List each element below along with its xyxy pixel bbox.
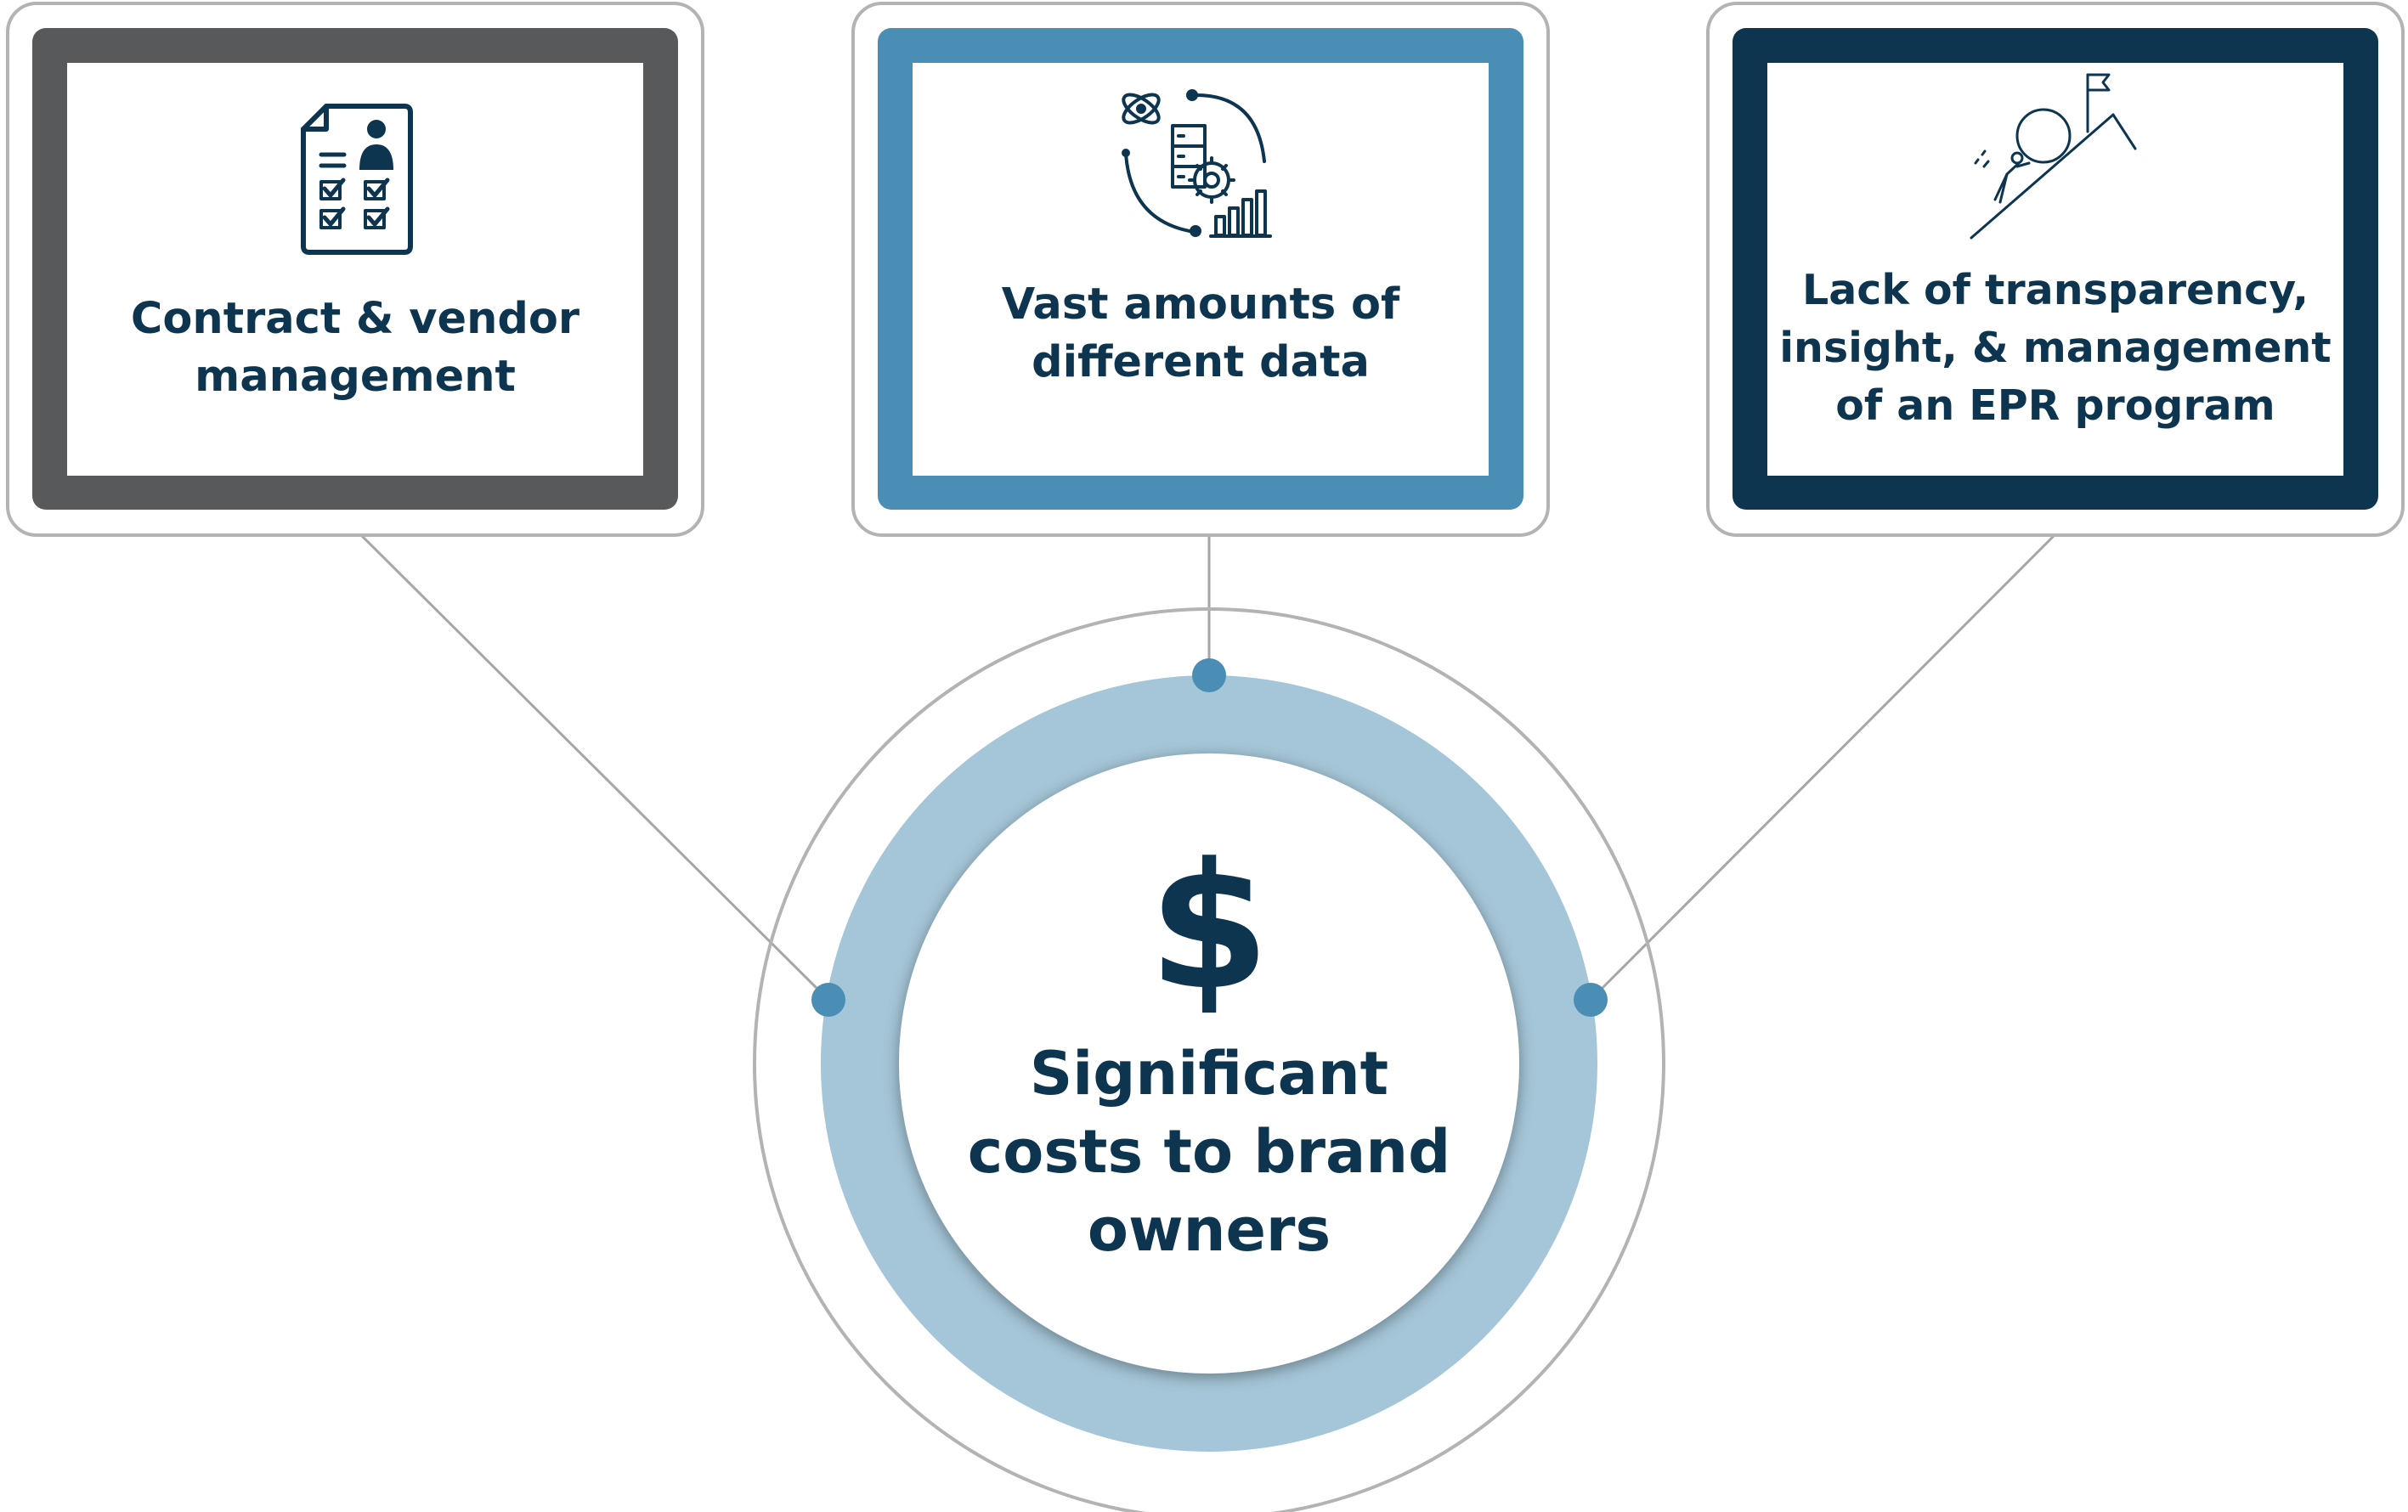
data-processing-icon [1122,89,1272,238]
center-disc [899,753,1519,1374]
connector-left [359,533,830,1001]
center-line-1: Significant [1030,1039,1388,1109]
card-label-line-2: insight, & management [1779,324,2331,372]
dollar-icon: $ [1149,827,1270,1029]
center-line-3: owners [1088,1195,1331,1265]
card-label-line-1: Lack of transparency, [1802,266,2309,314]
card-inner [913,63,1489,476]
connector-dot-right [1574,983,1608,1017]
card-epr-transparency: Lack of transparency, insight, & managem… [1706,2,2405,537]
uphill-boulder-icon [1970,73,2137,240]
connector-dot-top [1192,658,1226,692]
card-label-line-2: different data [1032,337,1370,387]
checklist-document-icon [301,104,413,255]
connector-dot-left [811,983,845,1017]
card-label-line-2: management [195,352,516,402]
connector-lines [359,533,2056,1001]
card-inner [67,63,643,476]
card-contract-vendor: Contract & vendor management [6,2,704,537]
connector-right [1589,533,2056,1001]
center-line-2: costs to brand [968,1117,1450,1187]
card-label-line-1: Vast amounts of [1002,279,1400,330]
card-vast-data: Vast amounts of different data [851,2,1550,537]
outer-outline-ring [753,607,1665,1512]
card-inner [1767,63,2343,476]
card-label-line-3: of an EPR program [1835,381,2275,430]
center-hub: $ Significant costs to brand owners [753,607,1665,1512]
card-label-line-1: Contract & vendor [131,294,579,344]
